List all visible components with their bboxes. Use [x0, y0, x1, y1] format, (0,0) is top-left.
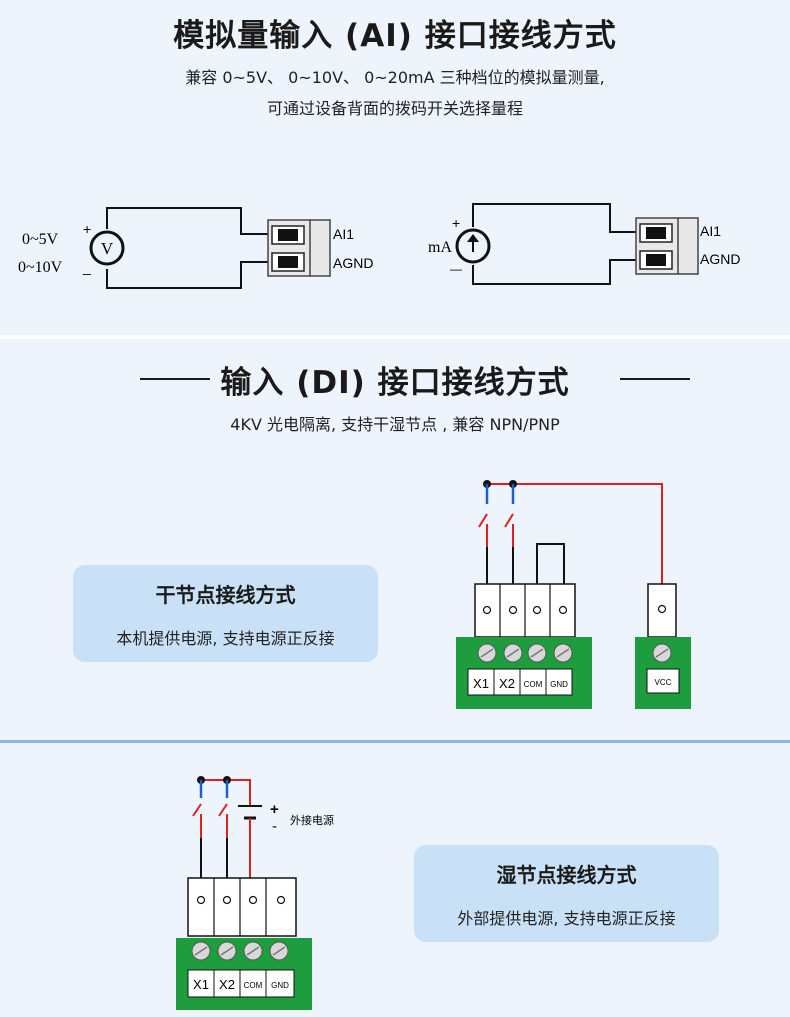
dry-label-com: COM [524, 680, 543, 689]
ai-title: 模拟量输入 (AI) 接口接线方式 [173, 18, 617, 54]
wet-label-x2: X2 [219, 977, 235, 992]
current-unit: mA [428, 239, 452, 256]
vcc-label: VCC [655, 678, 672, 687]
volt-terminal-agnd: AGND [333, 255, 373, 271]
volt-terminal-ai1: AI1 [333, 226, 354, 242]
volt-range-5v: 0~5V [22, 231, 59, 248]
wet-label-gnd: GND [271, 981, 289, 990]
ai-desc-line2: 可通过设备背面的拨码开关选择量程 [266, 99, 523, 118]
volt-minus: _ [82, 259, 91, 275]
dry-card-title: 干节点接线方式 [155, 583, 296, 607]
current-terminal-ai1: AI1 [700, 223, 721, 239]
dry-contact-diagram: X1 X2 COM GND VCC [456, 480, 691, 709]
wet-contact-card: 湿节点接线方式 外部提供电源, 支持电源正反接 [414, 845, 719, 942]
wet-section: + - 外接电源 X1 X2 COM GND 湿节 [0, 740, 790, 1017]
current-plus: + [452, 215, 460, 231]
title-dash-left [140, 378, 210, 380]
volt-plus: + [83, 221, 91, 237]
volt-range-10v: 0~10V [18, 259, 63, 276]
ai-desc-line1: 兼容 0~5V、 0~10V、 0~20mA 三种档位的模拟量测量, [185, 68, 605, 87]
di-title: 输入 (DI) 接口接线方式 [220, 365, 570, 401]
dry-label-gnd: GND [550, 680, 568, 689]
wet-minus: - [272, 818, 277, 835]
wet-label-x1: X1 [193, 977, 209, 992]
volt-symbol: V [101, 239, 114, 258]
dry-card-desc: 本机提供电源, 支持电源正反接 [116, 629, 335, 648]
wet-plus: + [270, 801, 279, 818]
dry-label-x2: X2 [499, 676, 515, 691]
wet-label-com: COM [244, 981, 263, 990]
di-desc: 4KV 光电隔离, 支持干湿节点 , 兼容 NPN/PNP [230, 415, 560, 434]
wet-card-title: 湿节点接线方式 [496, 863, 637, 887]
current-wiring-diagram: mA + — AI1 AGND [428, 203, 740, 285]
wet-contact-diagram: + - 外接电源 X1 X2 COM GND [176, 776, 334, 1010]
dry-contact-card: 干节点接线方式 本机提供电源, 支持电源正反接 [73, 565, 378, 662]
voltage-wiring-diagram: V 0~5V 0~10V + _ AI1 AGND [18, 207, 373, 289]
ai-section: 模拟量输入 (AI) 接口接线方式 兼容 0~5V、 0~10V、 0~20mA… [0, 0, 790, 335]
external-supply-label: 外接电源 [290, 813, 334, 827]
current-minus: — [450, 262, 462, 276]
current-terminal-agnd: AGND [700, 251, 740, 267]
wet-card-desc: 外部提供电源, 支持电源正反接 [457, 909, 676, 928]
title-dash-right [620, 378, 690, 380]
dry-label-x1: X1 [473, 676, 489, 691]
di-section: 输入 (DI) 接口接线方式 4KV 光电隔离, 支持干湿节点 , 兼容 NPN… [0, 335, 790, 740]
